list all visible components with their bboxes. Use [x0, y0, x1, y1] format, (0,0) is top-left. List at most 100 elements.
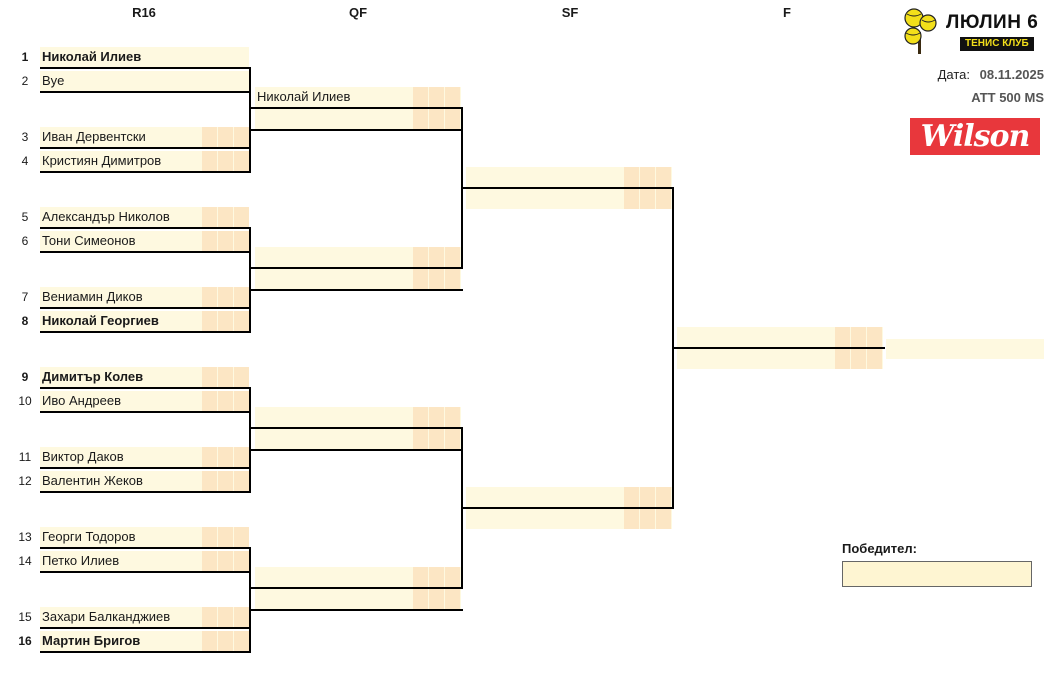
score-cell[interactable] [413, 407, 428, 427]
score-cell[interactable] [202, 471, 217, 491]
score-cell[interactable] [624, 189, 639, 209]
score-cell[interactable] [656, 509, 671, 529]
score-cell[interactable] [413, 247, 428, 267]
score-cell[interactable] [202, 607, 217, 627]
score-cell[interactable] [234, 471, 249, 491]
champion-slot[interactable] [886, 339, 1044, 359]
sf-slot[interactable] [466, 167, 672, 187]
r16-slot[interactable]: Николай Георгиев [40, 311, 249, 331]
score-cell[interactable] [218, 311, 233, 331]
score-cell[interactable] [234, 287, 249, 307]
score-cell[interactable] [445, 407, 460, 427]
score-cell[interactable] [202, 287, 217, 307]
score-cell[interactable] [429, 247, 444, 267]
score-cell[interactable] [202, 631, 217, 651]
score-cell[interactable] [429, 269, 444, 289]
score-cell[interactable] [640, 167, 655, 187]
r16-slot[interactable]: Тони Симеонов [40, 231, 249, 251]
qf-slot[interactable] [255, 589, 461, 609]
score-cell[interactable] [234, 527, 249, 547]
sf-slot[interactable] [466, 509, 672, 529]
score-cell[interactable] [624, 509, 639, 529]
sf-slot[interactable] [466, 487, 672, 507]
score-cell[interactable] [202, 311, 217, 331]
score-cell[interactable] [413, 589, 428, 609]
score-cell[interactable] [234, 447, 249, 467]
r16-slot[interactable]: Александър Николов [40, 207, 249, 227]
score-cell[interactable] [202, 551, 217, 571]
score-cell[interactable] [445, 429, 460, 449]
score-cell[interactable] [234, 391, 249, 411]
winner-field[interactable] [842, 561, 1032, 587]
score-cell[interactable] [202, 391, 217, 411]
score-cell[interactable] [429, 567, 444, 587]
score-cell[interactable] [445, 269, 460, 289]
score-cell[interactable] [218, 231, 233, 251]
score-cell[interactable] [218, 391, 233, 411]
r16-slot[interactable]: Bye [40, 71, 249, 91]
final-slot[interactable] [677, 349, 883, 369]
sf-slot[interactable] [466, 189, 672, 209]
score-cell[interactable] [218, 607, 233, 627]
score-cell[interactable] [867, 349, 882, 369]
score-cell[interactable] [234, 311, 249, 331]
score-cell[interactable] [218, 367, 233, 387]
score-cell[interactable] [202, 367, 217, 387]
score-cell[interactable] [202, 447, 217, 467]
score-cell[interactable] [656, 167, 671, 187]
score-cell[interactable] [202, 527, 217, 547]
score-cell[interactable] [234, 151, 249, 171]
score-cell[interactable] [429, 109, 444, 129]
score-cell[interactable] [413, 109, 428, 129]
score-cell[interactable] [835, 327, 850, 347]
qf-slot[interactable] [255, 247, 461, 267]
score-cell[interactable] [218, 551, 233, 571]
score-cell[interactable] [429, 87, 444, 107]
score-cell[interactable] [413, 87, 428, 107]
r16-slot[interactable]: Николай Илиев [40, 47, 249, 67]
score-cell[interactable] [413, 567, 428, 587]
score-cell[interactable] [234, 551, 249, 571]
r16-slot[interactable]: Иван Дервентски [40, 127, 249, 147]
r16-slot[interactable]: Виктор Даков [40, 447, 249, 467]
score-cell[interactable] [413, 429, 428, 449]
qf-slot[interactable]: Николай Илиев [255, 87, 461, 107]
score-cell[interactable] [413, 269, 428, 289]
qf-slot[interactable] [255, 269, 461, 289]
score-cell[interactable] [234, 367, 249, 387]
score-cell[interactable] [218, 631, 233, 651]
score-cell[interactable] [218, 527, 233, 547]
score-cell[interactable] [202, 207, 217, 227]
r16-slot[interactable]: Захари Балканджиев [40, 607, 249, 627]
score-cell[interactable] [234, 607, 249, 627]
score-cell[interactable] [445, 567, 460, 587]
score-cell[interactable] [640, 509, 655, 529]
score-cell[interactable] [218, 447, 233, 467]
score-cell[interactable] [445, 87, 460, 107]
score-cell[interactable] [867, 327, 882, 347]
qf-slot[interactable] [255, 567, 461, 587]
score-cell[interactable] [624, 167, 639, 187]
qf-slot[interactable] [255, 109, 461, 129]
score-cell[interactable] [429, 407, 444, 427]
score-cell[interactable] [640, 487, 655, 507]
score-cell[interactable] [218, 287, 233, 307]
final-slot[interactable] [677, 327, 883, 347]
r16-slot[interactable]: Димитър Колев [40, 367, 249, 387]
score-cell[interactable] [445, 247, 460, 267]
score-cell[interactable] [202, 151, 217, 171]
r16-slot[interactable]: Георги Тодоров [40, 527, 249, 547]
score-cell[interactable] [218, 127, 233, 147]
score-cell[interactable] [429, 589, 444, 609]
score-cell[interactable] [234, 207, 249, 227]
score-cell[interactable] [218, 471, 233, 491]
score-cell[interactable] [445, 109, 460, 129]
score-cell[interactable] [218, 207, 233, 227]
r16-slot[interactable]: Вениамин Диков [40, 287, 249, 307]
r16-slot[interactable]: Мартин Бригов [40, 631, 249, 651]
qf-slot[interactable] [255, 407, 461, 427]
score-cell[interactable] [234, 231, 249, 251]
score-cell[interactable] [656, 487, 671, 507]
score-cell[interactable] [202, 231, 217, 251]
score-cell[interactable] [218, 151, 233, 171]
